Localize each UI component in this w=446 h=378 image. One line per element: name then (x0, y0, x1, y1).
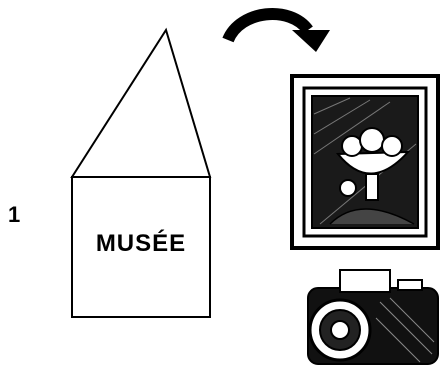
camera-icon (300, 262, 446, 376)
framed-painting (290, 74, 440, 250)
museum-label: MUSÉE (72, 230, 210, 258)
house-roof (72, 30, 210, 177)
curved-arrow-icon (220, 0, 340, 60)
